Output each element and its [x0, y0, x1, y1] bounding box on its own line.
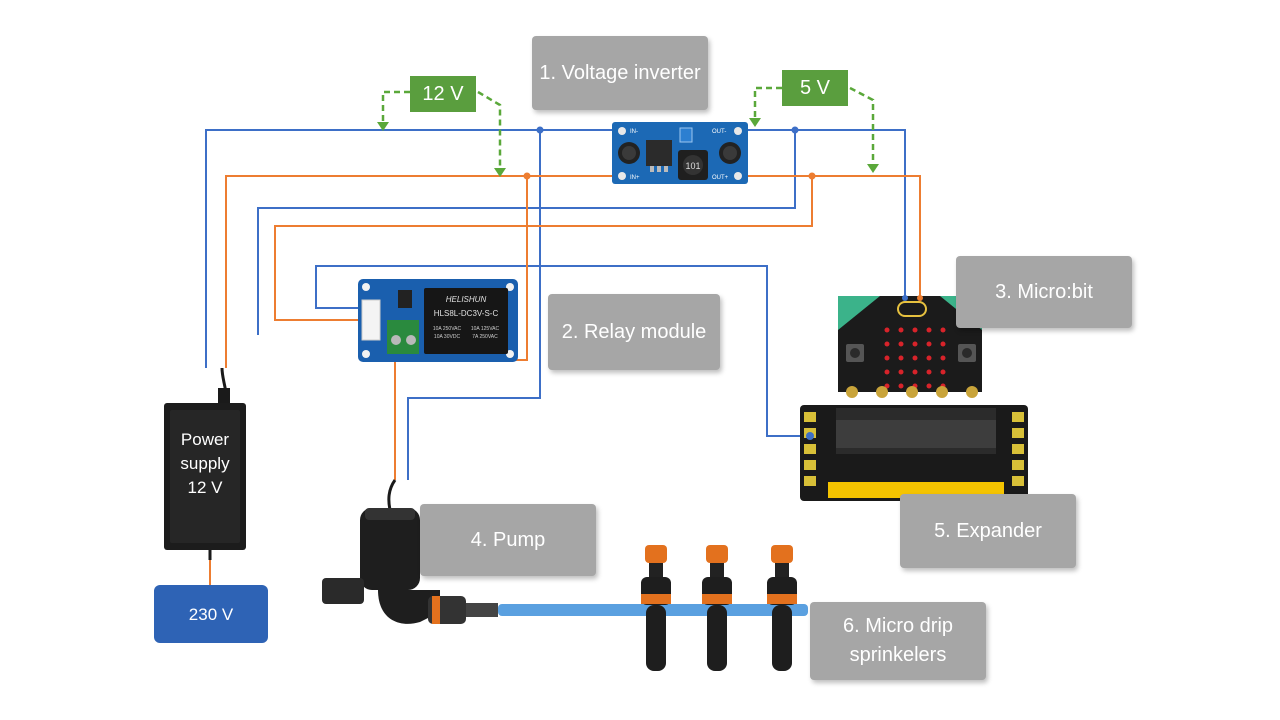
mains-230v: 230 V: [154, 585, 268, 643]
negative-wires: [205, 129, 906, 480]
wire-microbit-positive: [748, 175, 921, 298]
microbit-edge-pads: [846, 386, 978, 398]
wire-relay-positive: [274, 176, 813, 321]
label-power-supply: Power supply 12 V: [180, 430, 230, 497]
junction-dot: [536, 126, 544, 134]
converter-in-plus: IN+: [630, 175, 640, 181]
relay-rating-b: 10A 30VDC: [434, 334, 461, 340]
junction-dot: [523, 172, 531, 180]
drip-sprinkler: [641, 545, 671, 671]
led-matrix: [884, 327, 946, 389]
junction-dot: [808, 172, 816, 180]
wire-psu-negative: [205, 129, 612, 368]
voltage-converter-board: 101 IN- IN+ OUT- OUT+: [612, 122, 748, 184]
wire-signal-expander: [315, 265, 810, 437]
wire-microbit-negative: [748, 129, 906, 298]
positive-wires: [209, 175, 921, 585]
wire-psu-positive: [225, 175, 612, 368]
arrow-5v-right: [849, 86, 875, 166]
arrow-12v-left: [381, 90, 410, 124]
label-relay-module: 2. Relay module: [548, 294, 720, 370]
converter-chip-text: 101: [685, 161, 700, 171]
relay-module-board: HELISHUN HLS8L-DC3V-S-C 10A 250VAC 10A 3…: [358, 279, 518, 362]
junctions: [523, 126, 816, 180]
tag-12v: 12 V: [410, 76, 476, 112]
converter-in-minus: IN-: [630, 129, 638, 135]
junction-dot: [791, 126, 799, 134]
relay-rating-a: 10A 250VAC: [433, 326, 462, 332]
tag-5v: 5 V: [782, 70, 848, 106]
relay-brand: HELISHUN: [446, 295, 487, 304]
drip-sprinkler: [702, 545, 732, 671]
relay-model: HLS8L-DC3V-S-C: [434, 309, 499, 318]
arrow-heads: [377, 118, 879, 177]
arrow-head: [377, 122, 389, 131]
arrow-head: [494, 168, 506, 177]
arrow-head: [749, 118, 761, 127]
label-sprinklers: 6. Micro drip sprinkelers: [810, 602, 986, 680]
converter-out-plus: OUT+: [712, 175, 729, 181]
label-pump: 4. Pump: [420, 504, 596, 576]
microbit-board: [838, 295, 982, 398]
arrow-12v-right: [477, 90, 502, 170]
water-pump: [322, 479, 498, 624]
drip-sprinkler: [767, 545, 797, 671]
expander-board: [800, 405, 1028, 501]
label-voltage-inverter: 1. Voltage inverter: [532, 36, 708, 110]
label-microbit: 3. Micro:bit: [956, 256, 1132, 328]
arrow-head: [867, 164, 879, 173]
wire-pump-negative: [407, 130, 541, 480]
arrow-5v-left: [753, 86, 782, 120]
relay-rating-c: 10A 125VAC: [471, 326, 500, 332]
converter-out-minus: OUT-: [712, 129, 726, 135]
relay-rating-d: 7A 250VAC: [472, 334, 498, 340]
power-supply-adapter: [164, 367, 246, 560]
voltage-arrows: [381, 86, 875, 170]
label-expander: 5. Expander: [900, 494, 1076, 568]
